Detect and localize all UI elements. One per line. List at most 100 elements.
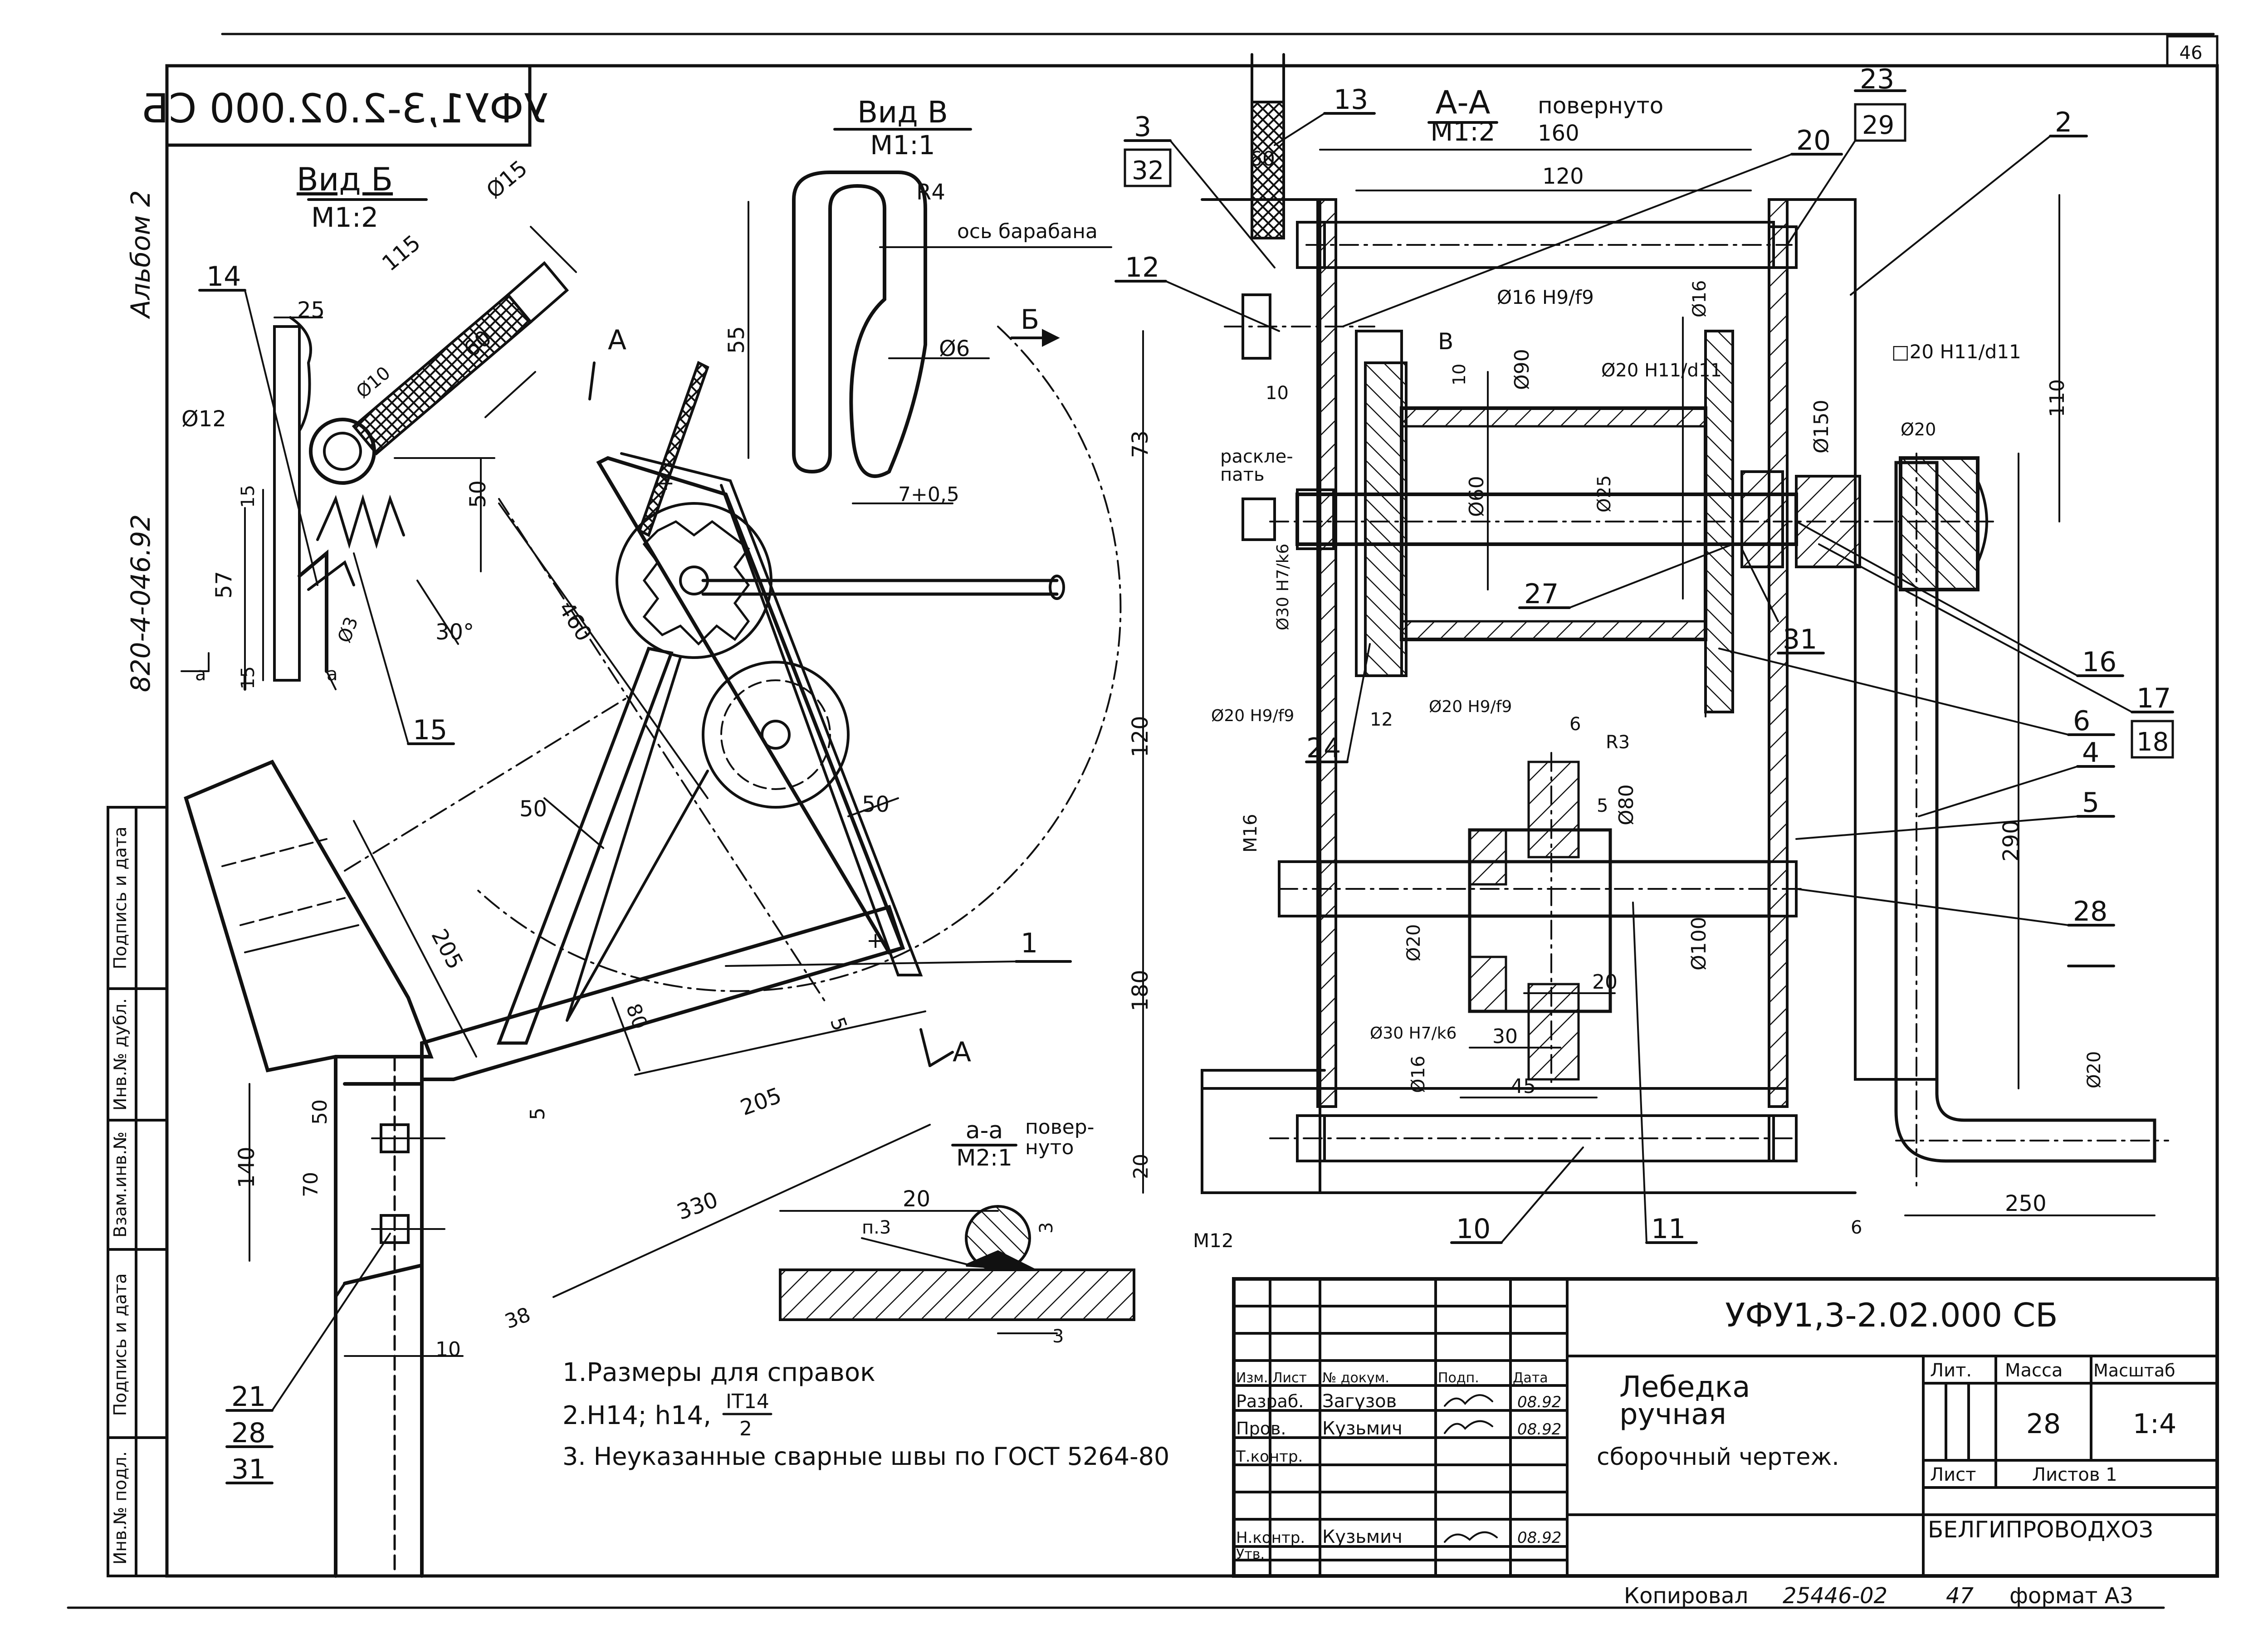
- arrow-a-label-top: А: [608, 324, 626, 356]
- dim-sec-290: 290: [1999, 820, 2024, 862]
- tb-scale-label: Масштаб: [2093, 1361, 2175, 1380]
- tb-row-0-name: Загузов: [1322, 1391, 1397, 1412]
- dim-sec-d60: Ø60: [1465, 476, 1488, 517]
- dim-main-140: 140: [234, 1146, 259, 1188]
- small-section: а-а М2:1 повер- нуто 20 п.3 3 3: [779, 1116, 1135, 1347]
- callout-29: 27: [1524, 578, 1559, 610]
- dim-sec-120a: 120: [1542, 164, 1584, 189]
- callout-4: 4: [2082, 737, 2099, 769]
- view-b-scale: М1:2: [311, 202, 378, 234]
- tb-row-1-name: Кузьмич: [1322, 1418, 1403, 1439]
- callout-13: 12: [1125, 252, 1159, 283]
- tb-hdr-sign: Подп.: [1438, 1370, 1479, 1386]
- dim-sec-10-rivet: 10: [1266, 383, 1289, 404]
- dim-sec-160: 160: [1538, 121, 1579, 146]
- dim-vb-d15: Ø15: [482, 156, 533, 204]
- callout-24b: 28: [2073, 896, 2107, 927]
- dim-main-205a: 205: [426, 925, 468, 973]
- tb-scale-value: 1:4: [2133, 1408, 2177, 1440]
- dim-sec-12: 12: [1370, 709, 1393, 730]
- view-v-scale: М1:1: [870, 130, 935, 161]
- dim-sec-6b: 6: [1851, 1217, 1862, 1238]
- callout-21: 24: [1306, 732, 1341, 764]
- tb-sheet-label: Лист: [1930, 1464, 1976, 1485]
- dim-sec-20b: 20: [1129, 1154, 1153, 1179]
- dim-sec-d20-h11d11a: Ø20 H11/d11: [1601, 360, 1722, 381]
- callout-11: 11: [1651, 1213, 1686, 1245]
- dim-sec-m12: M12: [1193, 1229, 1234, 1252]
- callout-1: 1: [1021, 927, 1038, 959]
- dim-sec-arrow-b: B: [1438, 328, 1453, 355]
- dim-sec-60: 60: [1250, 147, 1275, 171]
- tb-mass-label: Масса: [2005, 1360, 2063, 1381]
- dim-main-5b: 5: [526, 1107, 549, 1120]
- tb-row-2-role: Т.контр.: [1236, 1448, 1303, 1466]
- top-code-mirrored: УФУ1,3-2.02.000 СБ: [142, 85, 548, 132]
- tb-sheets-label: Листов 1: [2032, 1464, 2117, 1485]
- callout-15: 14: [206, 261, 241, 293]
- callout-2: 2: [2055, 107, 2072, 138]
- view-b: Вид Б М1:2 a a 25 115 Ø15 60 Ø10: [181, 156, 577, 746]
- callout-12: 16: [2082, 646, 2116, 678]
- dim-sec-m16: M16: [1240, 814, 1261, 853]
- dim-main-10: 10: [435, 1338, 461, 1361]
- small-section-title: а-а: [966, 1117, 1003, 1144]
- arrow-a-label-bottom: А: [953, 1036, 971, 1068]
- dim-sec-73: 73: [1128, 430, 1153, 458]
- dim-vv-r4: R4: [916, 180, 945, 205]
- footer-inv: 25446-02: [1783, 1583, 1887, 1609]
- callout-17: 17: [2136, 683, 2171, 714]
- dim-sec-d80: Ø80: [1615, 784, 1638, 825]
- view-b-section-mark-left: a: [195, 664, 206, 685]
- dim-sec-20a: 20: [1592, 971, 1618, 994]
- dim-main-50b: 50: [862, 792, 890, 817]
- dim-sec-d20a: Ø20: [1901, 419, 1936, 439]
- tb-row-1-date: 08.92: [1517, 1420, 1561, 1439]
- dim-sec-45: 45: [1510, 1075, 1536, 1098]
- note-2-frac-den: 2: [739, 1417, 752, 1440]
- signature-kuzmich-2: [1444, 1531, 1498, 1543]
- dim-sec-6: 6: [1569, 714, 1581, 735]
- tb-row-0-date: 08.92: [1517, 1393, 1561, 1411]
- note-2-prefix: 2.H14; h14,: [562, 1401, 711, 1430]
- dim-sec-250: 250: [2005, 1191, 2047, 1216]
- dim-main-330: 330: [674, 1187, 721, 1225]
- callout-6: 6: [2073, 705, 2090, 737]
- tb-row-4-role: Н.контр.: [1236, 1529, 1305, 1547]
- title-block: УФУ1,3-2.02.000 СБ Лебедка ручная сбороч…: [1232, 1277, 2219, 1578]
- footer-copied: Копировал: [1624, 1583, 1748, 1609]
- album-label: Альбом 2: [125, 190, 156, 319]
- arrow-b-label: Б: [1021, 304, 1039, 336]
- dim-vb-25: 25: [297, 298, 325, 323]
- small-section-scale: М2:1: [956, 1145, 1012, 1171]
- footer-format: формат А3: [2009, 1583, 2133, 1609]
- small-section-note-2: нуто: [1025, 1136, 1074, 1159]
- dim-sec-d16b: Ø16: [1408, 1056, 1429, 1093]
- stamp-inv-dup: Инв.№ дубл.: [110, 998, 130, 1111]
- dim-ss-3b: 3: [1052, 1326, 1064, 1347]
- dim-sec-d20b: Ø20: [1403, 924, 1424, 961]
- section-aa: А-А повернуто М1:2: [1114, 53, 2174, 1252]
- dim-vb-d3: Ø3: [334, 614, 362, 645]
- tb-lit-label: Лит.: [1930, 1360, 1972, 1381]
- section-aa-note: повернуто: [1538, 93, 1663, 119]
- view-b-title: Вид Б: [297, 161, 393, 198]
- callout-19: 20: [1796, 125, 1831, 156]
- signature-kuzmich-1: [1444, 1420, 1493, 1434]
- dim-sec-180: 180: [1128, 970, 1153, 1011]
- view-v-title: Вид В: [857, 95, 948, 130]
- dim-ss-p3: п.3: [862, 1217, 891, 1238]
- dim-sec-110: 110: [2046, 379, 2069, 417]
- callout-18: 18: [2136, 727, 2169, 757]
- dim-ss-3a: 3: [1036, 1222, 1057, 1234]
- small-section-note-1: повер-: [1025, 1116, 1095, 1139]
- section-aa-scale: М1:2: [1430, 116, 1495, 147]
- callout-20a: 21: [231, 1381, 266, 1413]
- view-b-section-mark-right: a: [327, 664, 338, 685]
- dim-sec-30: 30: [1492, 1025, 1518, 1048]
- dim-vb-15b: 15: [238, 666, 259, 689]
- note-3: 3. Неуказанные сварные швы по ГОСТ 5264-…: [562, 1442, 1169, 1471]
- top-code-box: УФУ1,3-2.02.000 СБ: [142, 64, 548, 147]
- notes: 1.Размеры для справок 2.H14; h14, IT14 2…: [562, 1358, 1169, 1471]
